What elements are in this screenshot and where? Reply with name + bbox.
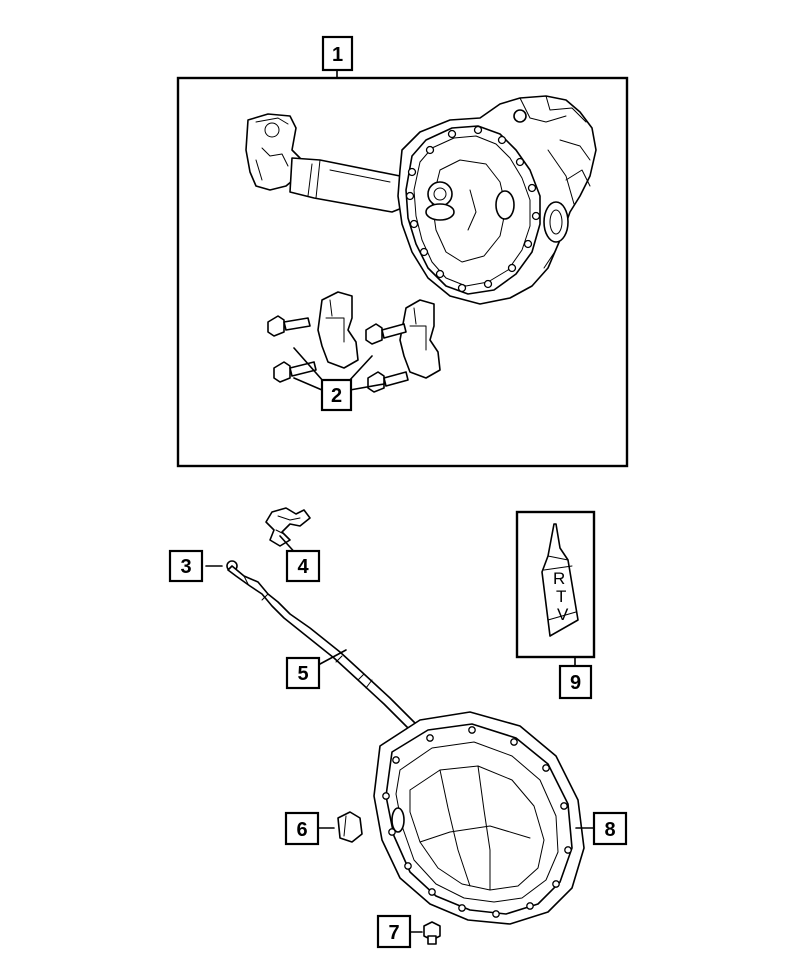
callout-4[interactable]: 4 <box>285 549 321 583</box>
callout-3-label: 3 <box>180 556 191 578</box>
cap-bolt-upper-left <box>267 315 311 337</box>
bearing-caps-and-bolts <box>267 291 441 393</box>
rtv-letter-r: R <box>553 569 565 588</box>
rtv-frame <box>515 510 596 659</box>
flange-bolts <box>405 125 541 293</box>
callout-9[interactable]: 9 <box>558 664 593 700</box>
cover-bolt-illustration <box>409 921 441 945</box>
rtv-letter-t: T <box>556 587 566 606</box>
axle-housing-illustration <box>245 95 597 305</box>
callout-8-label: 8 <box>604 819 615 841</box>
cap-bolt-lower-left <box>273 361 317 383</box>
callout-6[interactable]: 6 <box>284 811 320 846</box>
callout-3[interactable]: 3 <box>168 549 204 583</box>
rtv-tube-illustration: R T V <box>541 523 579 637</box>
callout-8[interactable]: 8 <box>592 811 628 846</box>
differential-cover-illustration <box>373 711 585 925</box>
callout-4-label: 4 <box>297 556 309 578</box>
callout-1[interactable]: 1 <box>321 35 354 72</box>
rtv-letter-v: V <box>557 605 569 624</box>
vent-clip-illustration <box>265 507 311 557</box>
callout-5-label: 5 <box>297 663 308 685</box>
cap-bolt-upper-right <box>365 323 407 345</box>
cover-bolts <box>382 726 572 918</box>
callout-2-label: 2 <box>331 385 342 407</box>
callout-6-label: 6 <box>296 819 307 841</box>
axle-assembly-frame <box>176 76 629 468</box>
cap-bolt-lower-right <box>367 371 409 393</box>
callout-7[interactable]: 7 <box>376 914 412 949</box>
callout-2[interactable]: 2 <box>320 378 353 412</box>
callout-5[interactable]: 5 <box>285 656 321 690</box>
callout-1-label: 1 <box>332 44 343 66</box>
callout-7-label: 7 <box>388 922 399 944</box>
fill-plug-illustration <box>317 811 363 843</box>
callout-9-label: 9 <box>570 672 581 694</box>
